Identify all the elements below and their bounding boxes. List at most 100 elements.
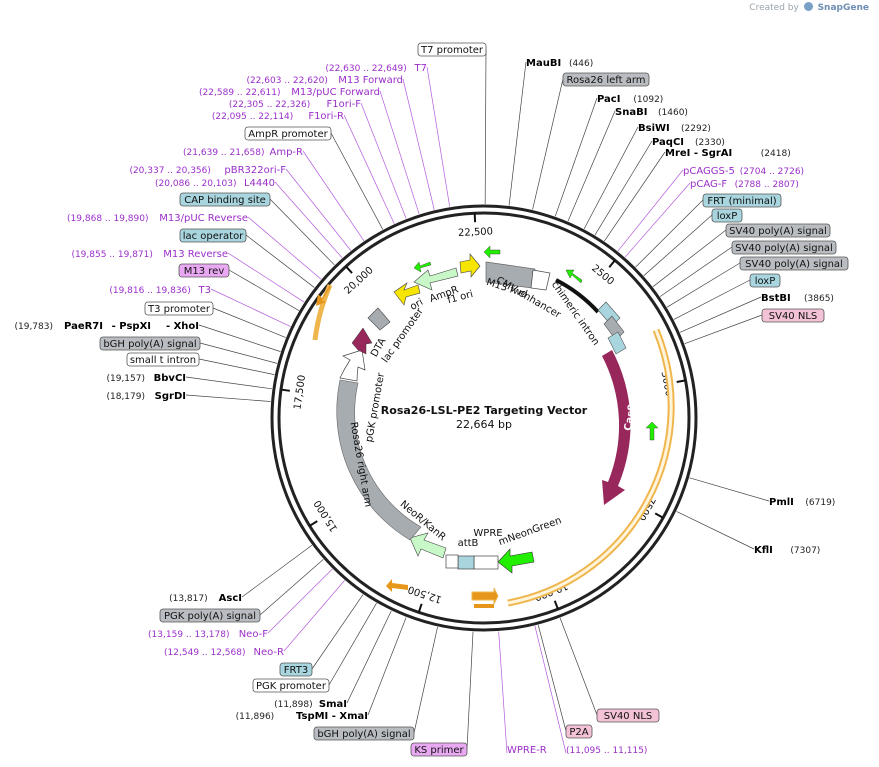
label-box-text: small t intron <box>130 355 196 366</box>
label-box <box>144 301 214 316</box>
label-box-text: SV40 poly(A) signal <box>729 226 827 237</box>
map-label: Rosa26 left arm <box>562 72 650 87</box>
leader-line <box>689 477 770 502</box>
label-box-text: FRT3 <box>284 665 308 676</box>
cas9-arrow <box>602 350 631 505</box>
map-label: SnaBI(1460) <box>615 107 688 118</box>
leader-line <box>185 376 273 390</box>
map-label: SgrDI(18,179) <box>106 391 186 402</box>
map-label: BsiWI(2292) <box>638 123 711 134</box>
restriction-site-position: (6719) <box>805 498 835 508</box>
map-label: WPRE-R <box>507 745 547 756</box>
leader-line <box>267 568 333 634</box>
primer-position: (19,868 .. 19,890) <box>67 214 148 224</box>
primer-name: M13 Forward <box>338 75 403 86</box>
restriction-site-position: (19,157) <box>106 374 145 384</box>
label-box-text: AmpR promoter <box>248 129 328 140</box>
tick-mark <box>553 600 559 610</box>
f1-ori-arrow <box>459 253 481 278</box>
label-box-text: T7 promoter <box>420 45 484 56</box>
restriction-site-position: (11,898) <box>274 700 313 710</box>
tick-mark <box>309 520 318 527</box>
map-label: T3 promoter <box>144 301 214 316</box>
primer-position: (22,589 .. 22,611) <box>199 88 280 98</box>
leader-line <box>679 296 762 333</box>
pgk-small-block <box>445 554 459 569</box>
label-box <box>313 726 415 741</box>
leader-line <box>684 314 763 344</box>
restriction-site-name: SnaBI <box>615 107 647 118</box>
label-box <box>761 308 825 323</box>
map-label: PGK poly(A) signal <box>159 608 261 623</box>
map-label: BbvCI(19,157) <box>106 373 186 384</box>
label-box <box>596 708 660 723</box>
restriction-site-position: (446) <box>569 59 593 69</box>
restriction-site-position: (1092) <box>633 95 663 105</box>
map-length: 22,664 bp <box>456 418 512 431</box>
map-label: M13/pUC Forward(22,589 .. 22,611) <box>199 87 380 98</box>
map-label: M13/pUC Reverse(19,868 .. 19,890) <box>67 213 248 224</box>
tick-label: 15,000 <box>312 498 340 534</box>
label-box <box>99 336 201 351</box>
restriction-site-position: (11,896) <box>236 712 275 722</box>
feature-label: attB <box>458 538 479 549</box>
label-box-text: loxP <box>717 211 738 222</box>
leader-line <box>635 199 704 268</box>
leader-line <box>283 580 345 652</box>
map-label: pBR322ori-F(20,337 .. 20,356) <box>129 165 286 176</box>
primer-name: F1ori-F <box>327 99 362 110</box>
map-label: M13 rev <box>178 263 230 278</box>
snapgene-logo-icon <box>803 2 813 11</box>
map-label: SV40 NLS <box>596 708 660 723</box>
restriction-site-position: (13,817) <box>169 594 208 604</box>
tick-mark <box>417 603 423 613</box>
leader-line <box>228 269 300 311</box>
primer-position: (22,630 .. 22,649) <box>325 64 406 74</box>
mneongreen-arrow <box>497 548 535 574</box>
map-label: L4440(20,086 .. 20,103) <box>155 178 275 189</box>
primer-name: pCAG-F <box>690 179 727 190</box>
chimeric-intron-bar <box>555 278 600 314</box>
green-mini-arrow-4 <box>645 421 659 441</box>
restriction-site-name: - PspXI <box>112 321 151 332</box>
map-label: T3(19,816 .. 19,836) <box>109 285 211 296</box>
map-label: loxP <box>749 273 781 288</box>
label-box <box>739 256 849 271</box>
label-box <box>731 240 837 255</box>
primer-name: T7 <box>414 63 427 74</box>
map-label: SV40 poly(A) signal <box>739 256 849 271</box>
label-box-text: CAP binding site <box>184 195 266 206</box>
map-label: SV40 poly(A) signal <box>725 223 831 238</box>
map-label: SmaI(11,898) <box>274 699 347 710</box>
map-label: FRT (minimal) <box>702 193 782 208</box>
leader-line <box>212 307 286 338</box>
primer-position: (19,855 .. 19,871) <box>71 250 152 260</box>
orange-arrow-4 <box>316 285 330 306</box>
map-label: F1ori-R(22,095 .. 22,114) <box>212 111 344 122</box>
leader-line <box>210 288 291 327</box>
lac-block <box>367 307 391 331</box>
label-box-text: SV40 poly(A) signal <box>745 259 843 270</box>
tick-label: 2500 <box>589 263 616 288</box>
leader-line <box>247 216 322 280</box>
restriction-site-position: (19,783) <box>14 322 53 332</box>
leader-line <box>259 559 324 616</box>
restriction-site-position: (2418) <box>761 149 791 159</box>
map-label: (11,095 .. 11,115) <box>566 746 647 756</box>
restriction-site-name: TspMI - XmaI <box>296 711 368 722</box>
restriction-site-position: (2330) <box>695 138 725 148</box>
map-label: pCAG-F(2788 .. 2807) <box>690 179 799 190</box>
primer-position: (20,337 .. 20,356) <box>129 166 210 176</box>
restriction-site-name: PaeR7I <box>64 321 103 332</box>
primer-name: WPRE-R <box>507 745 547 756</box>
primer-position: (22,095 .. 22,114) <box>212 112 293 122</box>
leader-line <box>379 90 420 215</box>
orange-arrow-3 <box>386 579 408 592</box>
map-label: M13 Forward(22,603 .. 22,620) <box>246 75 403 86</box>
label-box <box>179 192 271 207</box>
leader-line <box>274 181 343 259</box>
map-label: bGH poly(A) signal <box>313 726 415 741</box>
leader-line <box>360 102 407 219</box>
